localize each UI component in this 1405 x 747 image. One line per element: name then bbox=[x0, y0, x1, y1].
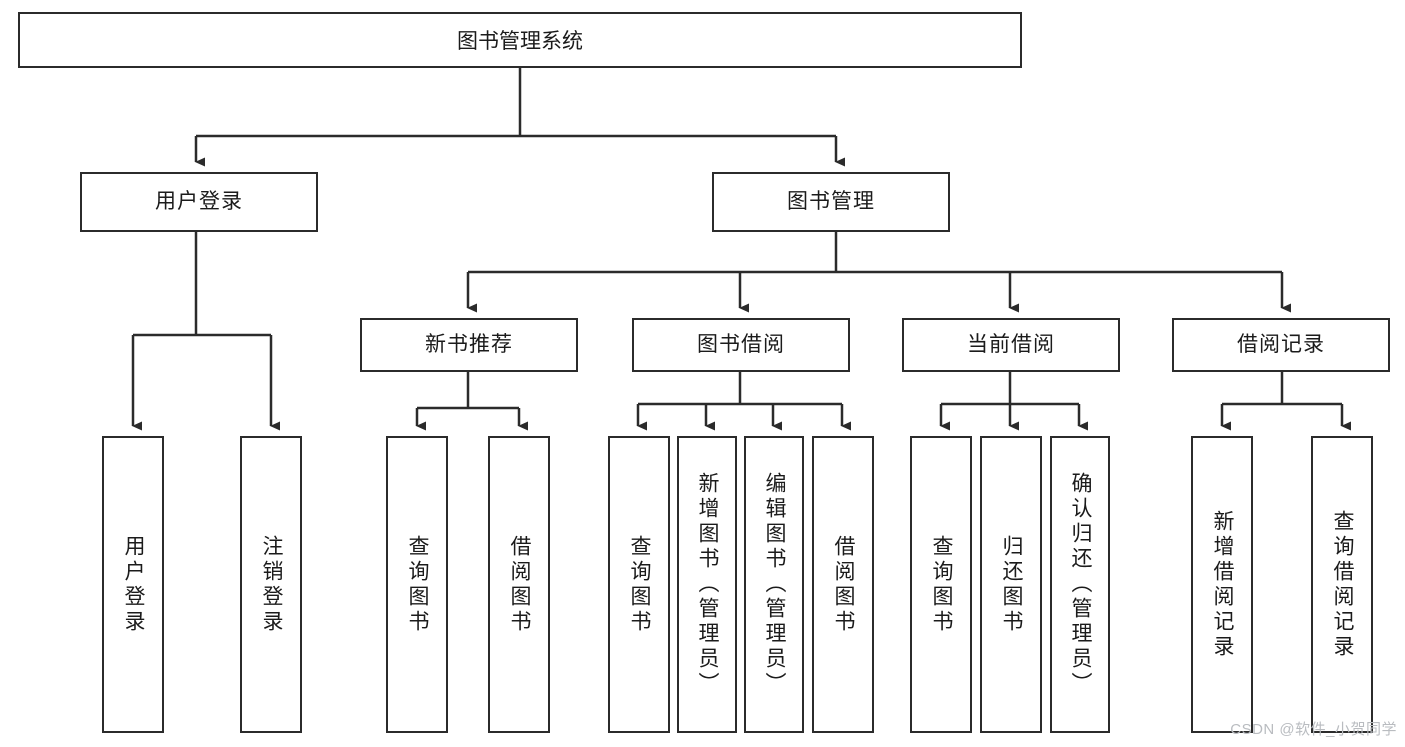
node-label: 查询图书 bbox=[628, 534, 652, 635]
node-label: 新增图书（管理员） bbox=[696, 472, 720, 697]
node-root-book-management-system[interactable]: 图书管理系统 bbox=[18, 12, 1022, 68]
node-leaf-add-book-admin[interactable]: 新增图书（管理员） bbox=[677, 436, 737, 733]
node-label: 图书管理系统 bbox=[457, 30, 583, 53]
node-leaf-user-login[interactable]: 用户登录 bbox=[102, 436, 164, 733]
node-user-login[interactable]: 用户登录 bbox=[80, 172, 318, 232]
node-leaf-borrow-book-1[interactable]: 借阅图书 bbox=[488, 436, 550, 733]
node-label: 查询图书 bbox=[930, 534, 954, 635]
node-new-book-recommendation[interactable]: 新书推荐 bbox=[360, 318, 578, 372]
node-book-borrowing[interactable]: 图书借阅 bbox=[632, 318, 850, 372]
node-label: 借阅图书 bbox=[832, 534, 856, 635]
node-leaf-add-borrow-record[interactable]: 新增借阅记录 bbox=[1191, 436, 1253, 733]
node-leaf-confirm-return-admin[interactable]: 确认归还（管理员） bbox=[1050, 436, 1110, 733]
node-leaf-return-book[interactable]: 归还图书 bbox=[980, 436, 1042, 733]
node-label: 借阅记录 bbox=[1237, 333, 1325, 357]
node-leaf-edit-book-admin[interactable]: 编辑图书（管理员） bbox=[744, 436, 804, 733]
node-leaf-query-book-2[interactable]: 查询图书 bbox=[608, 436, 670, 733]
node-current-borrowing[interactable]: 当前借阅 bbox=[902, 318, 1120, 372]
node-label: 用户登录 bbox=[122, 534, 146, 635]
node-label: 借阅图书 bbox=[508, 534, 532, 635]
watermark-text: CSDN @软件_小贺同学 bbox=[1230, 721, 1397, 738]
node-leaf-borrow-book-2[interactable]: 借阅图书 bbox=[812, 436, 874, 733]
node-leaf-logout[interactable]: 注销登录 bbox=[240, 436, 302, 733]
node-label: 注销登录 bbox=[260, 534, 284, 635]
node-label: 图书借阅 bbox=[697, 333, 785, 357]
node-label: 编辑图书（管理员） bbox=[763, 472, 787, 697]
node-leaf-query-borrow-record[interactable]: 查询借阅记录 bbox=[1311, 436, 1373, 733]
node-label: 图书管理 bbox=[787, 190, 875, 214]
node-label: 查询借阅记录 bbox=[1331, 509, 1355, 660]
node-label: 查询图书 bbox=[406, 534, 430, 635]
node-book-management[interactable]: 图书管理 bbox=[712, 172, 950, 232]
node-label: 用户登录 bbox=[155, 190, 243, 214]
node-leaf-query-book-3[interactable]: 查询图书 bbox=[910, 436, 972, 733]
node-label: 确认归还（管理员） bbox=[1069, 472, 1093, 697]
node-label: 新书推荐 bbox=[425, 333, 513, 357]
node-leaf-query-book-1[interactable]: 查询图书 bbox=[386, 436, 448, 733]
node-label: 归还图书 bbox=[1000, 534, 1024, 635]
node-label: 当前借阅 bbox=[967, 333, 1055, 357]
node-borrowing-records[interactable]: 借阅记录 bbox=[1172, 318, 1390, 372]
node-label: 新增借阅记录 bbox=[1211, 509, 1235, 660]
